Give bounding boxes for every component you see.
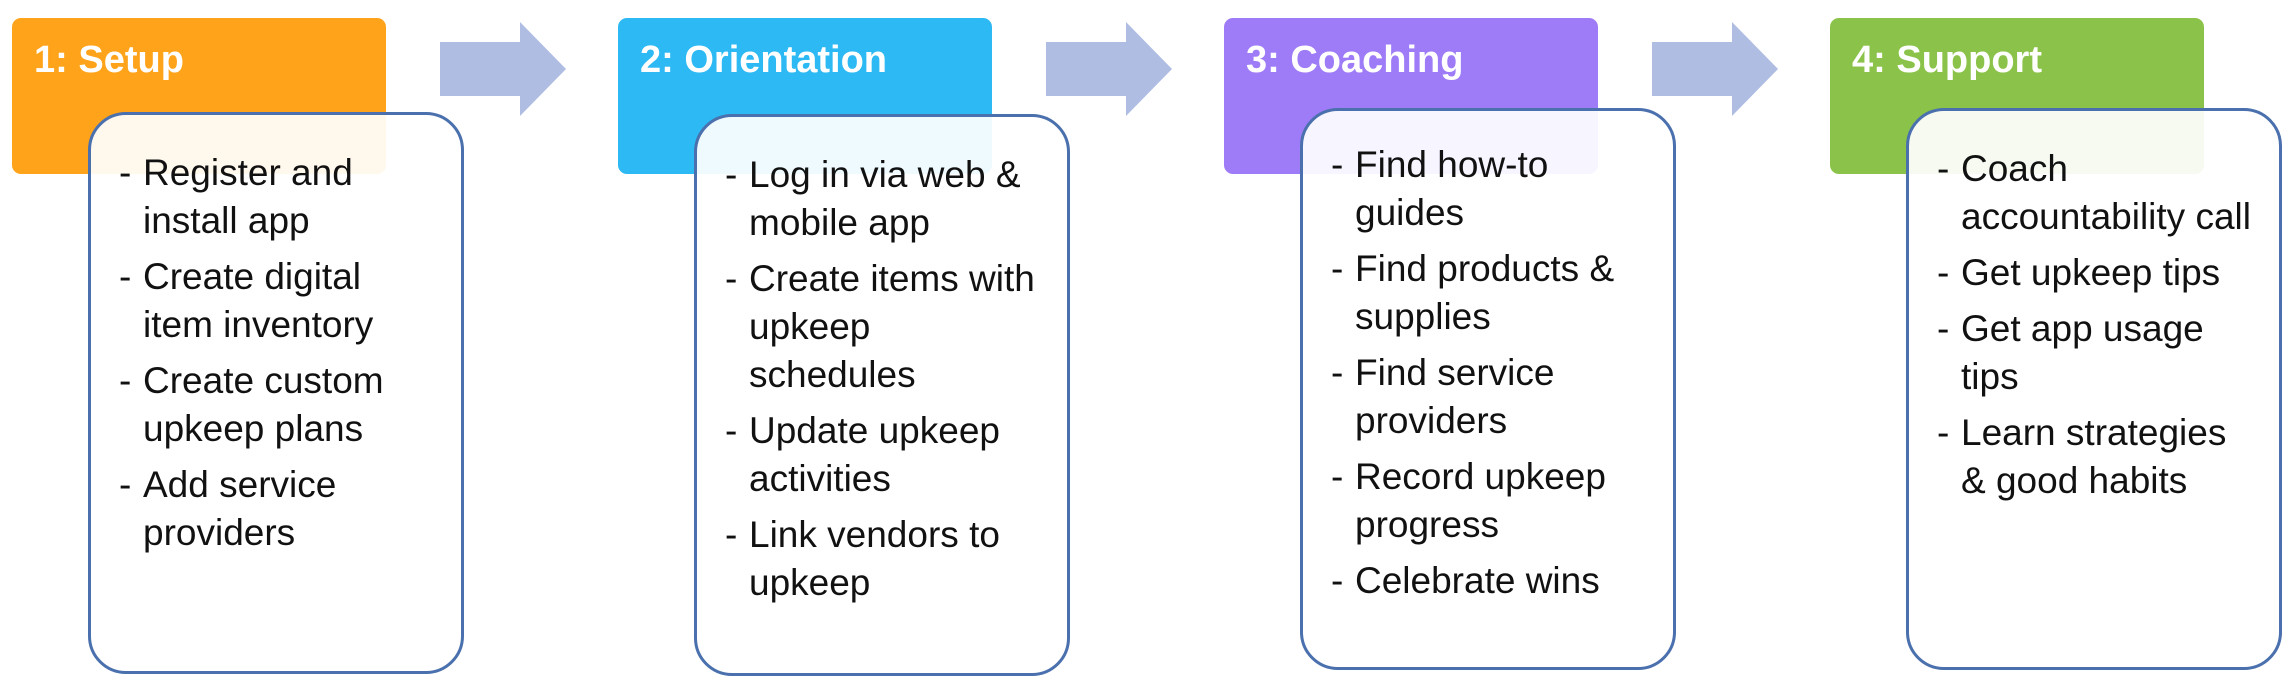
stage-title-setup: 1: Setup (34, 39, 184, 81)
list-item: Link vendors to upkeep (725, 511, 1041, 607)
list-item: Find service providers (1331, 349, 1647, 445)
list-item: Get app usage tips (1937, 305, 2253, 401)
stage-card-orientation: Log in via web & mobile app Create items… (694, 114, 1070, 676)
list-item: Create digital item inventory (119, 253, 435, 349)
list-item: Learn strategies & good habits (1937, 409, 2253, 505)
flow-arrow-icon (440, 22, 566, 116)
list-item: Update upkeep activities (725, 407, 1041, 503)
list-item: Find products & supplies (1331, 245, 1647, 341)
list-item: Find how-to guides (1331, 141, 1647, 237)
stage-card-coaching: Find how-to guides Find products & suppl… (1300, 108, 1676, 670)
flow-arrow-icon (1652, 22, 1778, 116)
list-item: Record upkeep progress (1331, 453, 1647, 549)
stage-title-support: 4: Support (1852, 39, 2042, 81)
stage-title-orientation: 2: Orientation (640, 39, 888, 81)
list-item: Celebrate wins (1331, 557, 1647, 605)
stage-orientation: 2: Orientation Log in via web & mobile a… (606, 0, 1206, 694)
stage-support: 4: Support Coach accountability call Get… (1818, 0, 2296, 694)
list-item: Coach accountability call (1937, 145, 2253, 241)
stage-setup: 1: Setup Register and install app Create… (0, 0, 600, 694)
stage-items-coaching: Find how-to guides Find products & suppl… (1331, 141, 1647, 605)
list-item: Create items with upkeep schedules (725, 255, 1041, 399)
list-item: Get upkeep tips (1937, 249, 2253, 297)
stage-card-setup: Register and install app Create digital … (88, 112, 464, 674)
stage-coaching: 3: Coaching Find how-to guides Find prod… (1212, 0, 1812, 694)
stage-title-coaching: 3: Coaching (1246, 39, 1464, 81)
stage-items-support: Coach accountability call Get upkeep tip… (1937, 145, 2253, 505)
list-item: Create custom upkeep plans (119, 357, 435, 453)
list-item: Add service providers (119, 461, 435, 557)
list-item: Log in via web & mobile app (725, 151, 1041, 247)
list-item: Register and install app (119, 149, 435, 245)
stage-items-setup: Register and install app Create digital … (119, 149, 435, 557)
flow-arrow-icon (1046, 22, 1172, 116)
stage-items-orientation: Log in via web & mobile app Create items… (725, 151, 1041, 607)
stage-card-support: Coach accountability call Get upkeep tip… (1906, 108, 2282, 670)
